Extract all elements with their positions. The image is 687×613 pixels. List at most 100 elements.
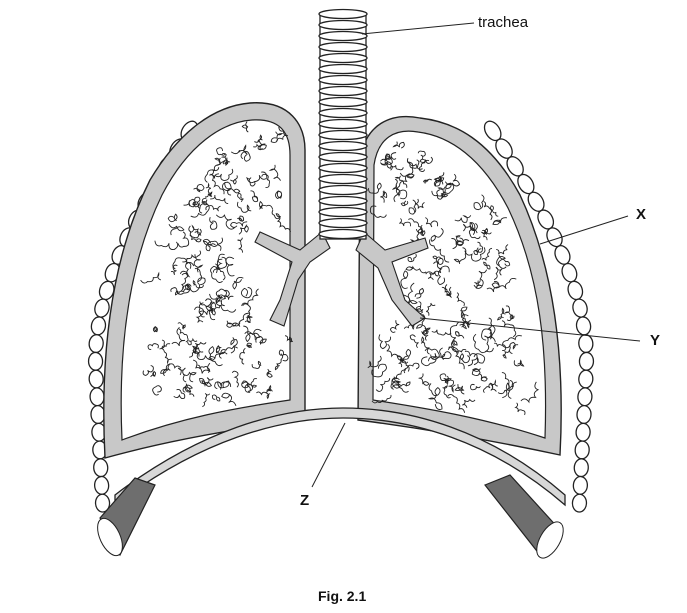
alveolus: [406, 158, 420, 169]
alveolus: [202, 240, 222, 251]
alveolus: [183, 371, 197, 383]
rib: [572, 475, 589, 495]
rib: [567, 280, 584, 301]
alveolus: [483, 200, 493, 221]
alveolus: [473, 194, 485, 211]
alveolus: [184, 383, 193, 393]
alveolus: [509, 379, 517, 391]
alveolus: [454, 215, 472, 223]
alveolus: [246, 342, 252, 348]
alveolus: [431, 186, 446, 197]
alveolus: [170, 264, 178, 275]
trachea-ring: [318, 30, 368, 42]
alveolus: [514, 402, 526, 416]
alveolus: [209, 217, 218, 230]
alveolus: [498, 258, 511, 267]
label-x: X: [636, 206, 647, 223]
trachea-ring: [318, 140, 368, 152]
bronchi: [254, 231, 429, 327]
ribs-right: [483, 120, 595, 513]
alveolus: [422, 178, 432, 184]
figure-caption: Fig. 2.1: [318, 588, 367, 604]
alveolus: [231, 370, 239, 388]
alveolus: [259, 200, 274, 210]
alveolus: [214, 168, 234, 181]
alveolus: [265, 384, 273, 394]
alveolus: [201, 377, 214, 387]
trachea-ring: [318, 8, 368, 20]
alveolus: [170, 287, 179, 296]
alveolus: [426, 302, 436, 316]
alveolus: [393, 173, 410, 203]
alveolus: [449, 321, 465, 347]
alveolus: [408, 199, 417, 215]
alveolus: [190, 224, 202, 236]
alveolus: [261, 173, 271, 188]
alveolus: [451, 339, 458, 353]
rib: [578, 334, 594, 354]
alveolus: [195, 341, 207, 350]
alveolus: [436, 261, 446, 286]
alveolus: [188, 225, 202, 239]
rib: [93, 458, 109, 478]
alveolus: [213, 297, 225, 311]
alveolus: [189, 234, 202, 243]
alveolus: [490, 205, 499, 217]
alveolus: [400, 200, 409, 207]
alveolus: [274, 353, 284, 371]
alveolus: [407, 161, 423, 176]
alveolus: [194, 268, 206, 286]
alveolus: [246, 177, 256, 187]
alveolus: [470, 383, 481, 391]
alveolus: [390, 165, 404, 171]
alveolus: [448, 346, 467, 355]
alveolus: [237, 201, 252, 213]
alveolus: [154, 240, 179, 251]
alveolus: [275, 190, 283, 200]
alveolus: [239, 347, 246, 365]
alveolus: [405, 265, 427, 274]
alveolus: [241, 121, 249, 133]
alveolus: [496, 254, 507, 269]
alveolus: [216, 147, 226, 156]
alveolus: [464, 247, 486, 262]
alveolus: [433, 172, 445, 187]
label-z: Z: [300, 492, 310, 509]
alveolus: [250, 190, 259, 203]
alveolus: [219, 346, 238, 359]
alveolus: [493, 278, 517, 290]
rib: [575, 422, 591, 442]
alveolus: [489, 379, 498, 392]
alveolus: [237, 215, 245, 222]
alveolus: [215, 214, 235, 230]
alveolus: [167, 213, 178, 223]
alveolus: [371, 363, 387, 378]
alveolus: [182, 250, 202, 263]
alveolus: [270, 131, 284, 143]
alveolus: [230, 144, 249, 155]
alveolus: [439, 373, 449, 382]
rib: [94, 493, 111, 513]
alveolus: [367, 355, 382, 369]
alveolus: [453, 247, 467, 264]
alveolus: [407, 253, 417, 263]
trachea-ring: [318, 85, 368, 97]
alveolus: [392, 141, 405, 149]
alveolus: [199, 378, 213, 387]
alveolus: [237, 192, 244, 203]
rib: [94, 298, 110, 318]
rib: [576, 404, 592, 425]
trachea-ring: [318, 19, 368, 31]
alveolus: [472, 333, 494, 354]
alveolus: [202, 393, 211, 408]
alveolus: [222, 289, 234, 300]
alveolus: [419, 156, 433, 164]
alveolus: [418, 159, 430, 172]
alveolus: [430, 228, 444, 242]
alveolus: [178, 283, 192, 295]
alveolus: [226, 320, 237, 328]
alveolus: [520, 381, 540, 404]
alveolus: [395, 381, 411, 387]
alveolus: [403, 362, 420, 374]
